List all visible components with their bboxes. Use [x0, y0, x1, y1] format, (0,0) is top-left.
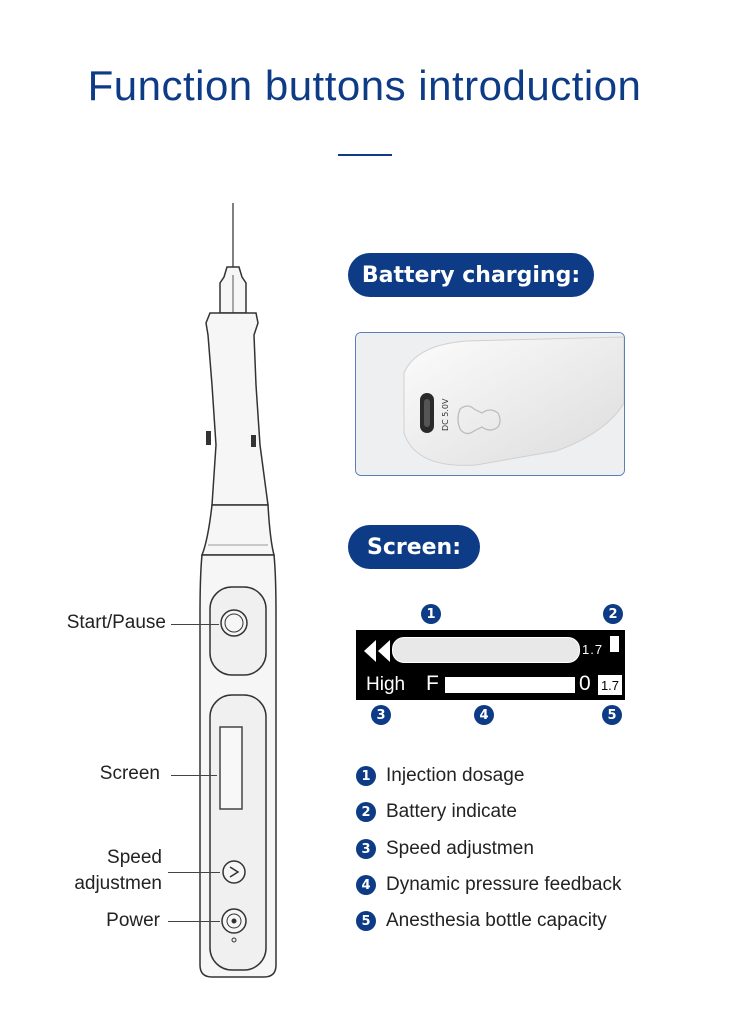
- callout-speed-line2: adjustmen: [74, 873, 162, 894]
- legend-badge: 3: [356, 839, 376, 859]
- pen-neck: [200, 504, 275, 556]
- light-pipe: [457, 405, 501, 435]
- callout-line-start-pause: [171, 624, 219, 625]
- screen-marker-3: 3: [371, 705, 391, 725]
- callout-line-screen: [171, 775, 217, 776]
- speed-button: [222, 860, 246, 884]
- legend-item: 1 Injection dosage: [356, 765, 524, 787]
- start-pause-button: [220, 609, 248, 637]
- callout-screen: Screen: [99, 763, 160, 784]
- callout-speed: Speed adjustmen: [40, 845, 162, 897]
- pen-illustration: [199, 203, 277, 978]
- pen-screen: [219, 726, 243, 810]
- legend-badge: 5: [356, 911, 376, 931]
- legend-item: 3 Speed adjustmen: [356, 838, 534, 860]
- pressure-bar: [445, 677, 575, 693]
- screen-heading: Screen:: [348, 525, 480, 569]
- callout-line-speed: [168, 872, 220, 873]
- callout-power: Power: [106, 910, 160, 931]
- legend-badge: 4: [356, 875, 376, 895]
- screen-marker-4: 4: [474, 705, 494, 725]
- title-divider: [338, 154, 392, 156]
- legend-text: Battery indicate: [386, 801, 517, 822]
- rewind-icon: [364, 640, 390, 662]
- callout-start-pause: Start/Pause: [66, 612, 166, 633]
- screen-marker-5: 5: [602, 705, 622, 725]
- legend-item: 2 Battery indicate: [356, 801, 517, 823]
- legend-text: Dynamic pressure feedback: [386, 874, 622, 895]
- legend-item: 4 Dynamic pressure feedback: [356, 874, 622, 896]
- battery-heading: Battery charging:: [348, 253, 594, 297]
- page-title: Function buttons introduction: [87, 62, 642, 109]
- dosage-bar: [392, 637, 580, 663]
- legend-badge: 1: [356, 766, 376, 786]
- callout-speed-line1: Speed: [107, 847, 162, 868]
- pressure-value: 0: [579, 672, 591, 695]
- battery-icon: [610, 636, 619, 652]
- legend-item: 5 Anesthesia bottle capacity: [356, 910, 607, 932]
- screen-marker-1: 1: [421, 604, 441, 624]
- legend-text: Speed adjustmen: [386, 838, 534, 859]
- legend-text: Injection dosage: [386, 765, 525, 786]
- callout-line-power: [168, 921, 220, 922]
- capacity-value: 1.7: [598, 675, 622, 695]
- screen-marker-2: 2: [603, 604, 623, 624]
- legend-badge: 2: [356, 802, 376, 822]
- port-label: DC 5.0V: [441, 398, 450, 431]
- charging-port-photo: DC 5.0V: [355, 332, 625, 476]
- pressure-letter: F: [426, 672, 439, 695]
- lcd-display: 1.7 High F 0 1.7: [356, 630, 625, 700]
- speed-text: High: [366, 674, 406, 695]
- power-button: [221, 908, 247, 943]
- pen-tip: [205, 312, 269, 506]
- legend-text: Anesthesia bottle capacity: [386, 910, 607, 931]
- dosage-value: 1.7: [582, 642, 604, 657]
